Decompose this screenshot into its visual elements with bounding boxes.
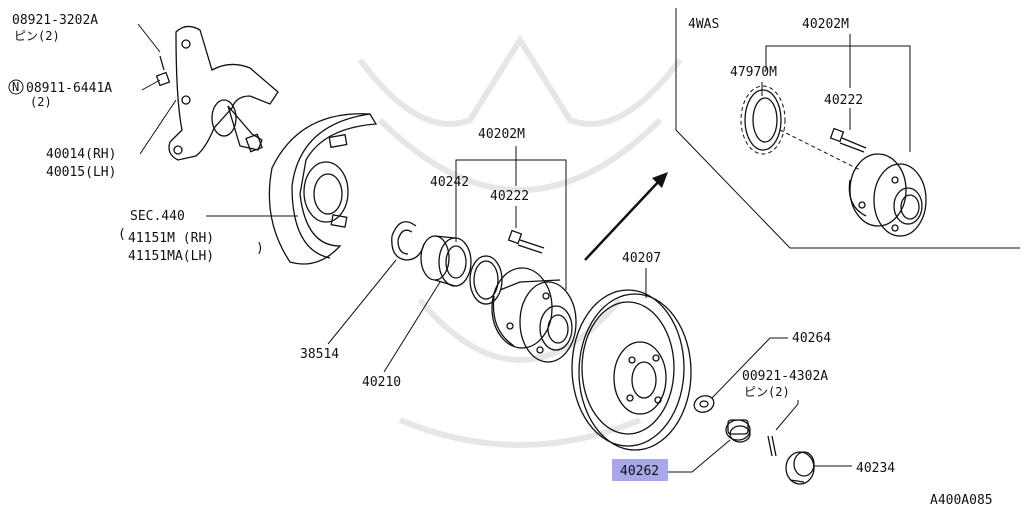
sec-label[interactable]: SEC.440: [130, 209, 185, 224]
hub-assy-bracket: [455, 146, 567, 290]
pin-top: [159, 55, 165, 71]
bearing-label[interactable]: 40210: [362, 375, 401, 390]
inset-hub-bracket: [765, 34, 911, 152]
hub-cap: [785, 451, 815, 485]
diagram-code: A400A085: [930, 493, 993, 508]
inset-hub: [848, 153, 927, 237]
hub-nut: [725, 419, 751, 443]
inset-bolt-label[interactable]: 40222: [824, 93, 863, 108]
inset-arrow: [584, 172, 668, 261]
brake-rotor: [571, 289, 692, 451]
pin-nut-qty: ピン(2): [744, 385, 790, 399]
paren-right: ): [256, 241, 264, 256]
watermark-emblem: [357, 34, 683, 448]
nut-qty: (2): [30, 95, 52, 109]
inset-sensor-ring: [740, 85, 786, 155]
inset-label: 4WAS: [688, 17, 719, 32]
steering-knuckle: [168, 25, 279, 161]
inset-hub-assy-label[interactable]: 40202M: [802, 17, 849, 32]
nut: [155, 71, 171, 87]
pin-top-qty: ピン(2): [14, 29, 60, 43]
hub-assy-label[interactable]: 40202M: [478, 127, 525, 142]
nut-circle-letter: N: [12, 80, 19, 94]
paren-left: (: [118, 227, 126, 242]
wheel-hub: [491, 267, 577, 363]
wheel-bearing: [420, 235, 472, 287]
pin-nut-label[interactable]: 00921-4302A: [742, 369, 828, 384]
washer-label[interactable]: 40264: [792, 331, 831, 346]
plate-rh-label[interactable]: 41151M (RH): [128, 231, 214, 246]
cap-label[interactable]: 40234: [856, 461, 895, 476]
hub-nut-label[interactable]: 40262: [620, 464, 659, 479]
inset-bolt: [829, 127, 867, 153]
plate-lh-label[interactable]: 41151MA(LH): [128, 249, 214, 264]
knuckle-lh-label[interactable]: 40015(LH): [46, 165, 116, 180]
seal-label[interactable]: 40242: [430, 175, 469, 190]
snap-ring: [391, 221, 425, 261]
cotter-pin: [767, 435, 777, 457]
knuckle-rh-label[interactable]: 40014(RH): [46, 147, 116, 162]
inset-sensor-ring-label[interactable]: 47970M: [730, 65, 777, 80]
seal-ring: [469, 255, 503, 305]
rotor-label[interactable]: 40207: [622, 251, 661, 266]
backing-plate: [268, 113, 378, 265]
nut-circle-icon: [8, 79, 24, 95]
washer: [693, 395, 715, 413]
hub-nut-highlight: [612, 459, 668, 481]
pin-top-label[interactable]: 08921-3202A: [12, 13, 98, 28]
nut-label[interactable]: 08911-6441A: [26, 81, 112, 96]
bolt-label[interactable]: 40222: [490, 189, 529, 204]
snap-ring-label[interactable]: 38514: [300, 347, 339, 362]
hub-bolt: [507, 229, 545, 254]
inset-frame: [675, 8, 1020, 249]
